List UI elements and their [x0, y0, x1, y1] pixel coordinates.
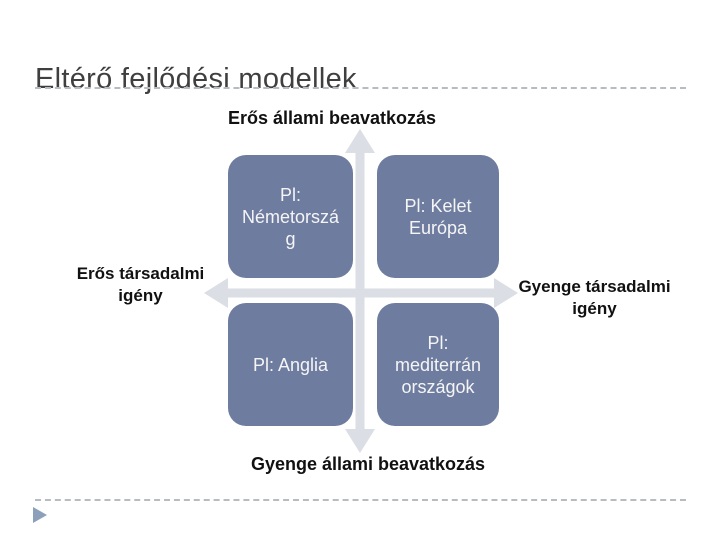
quadrant-box-bottom-right: Pl: mediterrán országok: [377, 303, 499, 426]
axis-label-left: Erős társadalmi igény: [76, 264, 205, 305]
horizontal-axis-arrow: [204, 278, 518, 308]
arrowhead-down-icon: [345, 429, 375, 453]
arrowhead-right-icon: [494, 278, 518, 308]
quadrant-box-top-left: Pl: Németorszá g: [228, 155, 353, 278]
page-title: Eltérő fejlődési modellek: [35, 63, 357, 96]
slide-footer-triangle-icon: [33, 507, 47, 523]
quadrant-box-bottom-left: Pl: Anglia: [228, 303, 353, 426]
footer-divider-dashed-line: [35, 499, 686, 501]
axis-label-top: Erős állami beavatkozás: [227, 108, 437, 128]
arrowhead-up-icon: [345, 129, 375, 153]
title-divider-dashed-line: [35, 87, 686, 89]
axis-label-bottom: Gyenge állami beavatkozás: [250, 454, 486, 474]
axis-label-right: Gyenge társadalmi igény: [518, 277, 671, 318]
quadrant-box-top-right: Pl: Kelet Európa: [377, 155, 499, 278]
arrowhead-left-icon: [204, 278, 228, 308]
